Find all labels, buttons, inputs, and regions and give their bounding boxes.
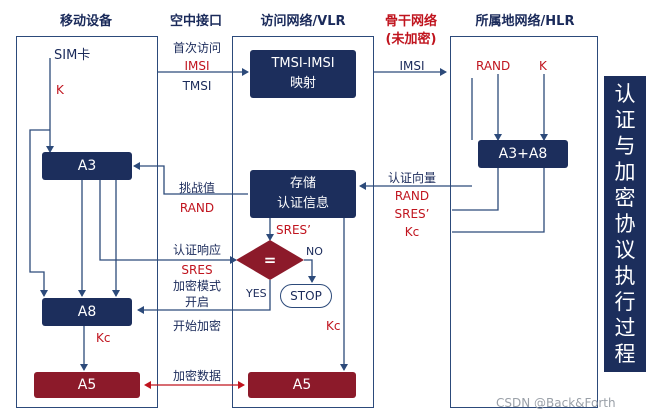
- csdn-watermark: CSDN @Back&Forth: [496, 396, 616, 410]
- backbone-kc-label: Kc: [404, 225, 420, 239]
- cipher-mode-label: 加密模式: [172, 279, 221, 293]
- yes-label: YES: [246, 287, 267, 300]
- challenge-label: 挑战值: [178, 181, 215, 195]
- compare-equals-sign: =: [263, 251, 277, 269]
- air-sres-label: SRES: [181, 263, 213, 277]
- backbone-rand-label: RAND: [394, 189, 430, 203]
- vlr-a5-label: A5: [292, 377, 312, 393]
- vlr-panel: [232, 36, 374, 408]
- no-label: NO: [306, 245, 323, 258]
- vlr-sres-prime-label: SRES’: [276, 223, 311, 237]
- a8-label: A8: [77, 304, 97, 320]
- vlr-column-title: 访问网络/VLR: [260, 14, 346, 29]
- mobile-panel: [16, 36, 158, 408]
- encrypted-data-label: 加密数据: [172, 369, 221, 383]
- a3-algorithm-box: A3: [42, 152, 132, 180]
- mobile-column-title: 移动设备: [59, 14, 112, 29]
- a3-a8-label: A3+A8: [498, 146, 548, 162]
- mobile-a5-label: A5: [77, 377, 97, 393]
- mapping-line2: 映射: [289, 76, 316, 91]
- hlr-k-label: K: [539, 59, 547, 73]
- air-imsi-label: IMSI: [184, 59, 210, 73]
- process-title: 认证与加密协议执行过程: [614, 82, 636, 366]
- mobile-kc-label: Kc: [96, 331, 111, 345]
- auth-vector-label: 认证向量: [387, 171, 436, 185]
- first-access-label: 首次访问: [172, 41, 221, 55]
- air-rand-label: RAND: [179, 201, 215, 215]
- mapping-line1: TMSI-IMSI: [271, 56, 335, 71]
- hlr-column-title: 所属地网络/HLR: [475, 14, 575, 29]
- tmsi-imsi-mapping-box: TMSI-IMSI 映射: [250, 50, 356, 98]
- air-tmsi-label: TMSI: [182, 79, 212, 93]
- sim-key-k-label: K: [56, 83, 64, 97]
- start-encrypt-label: 开始加密: [172, 319, 221, 333]
- a3-label: A3: [77, 158, 97, 174]
- hlr-rand-label: RAND: [476, 59, 511, 73]
- store-line1: 存储: [289, 176, 316, 191]
- cipher-mode-on-label: 开启: [184, 295, 209, 309]
- store-auth-info-box: 存储 认证信息: [250, 170, 356, 218]
- backbone-unencrypted-note: (未加密): [385, 32, 437, 47]
- vlr-a5-box: A5: [248, 372, 356, 398]
- a3-a8-algorithm-box: A3+A8: [478, 140, 568, 168]
- store-line2: 认证信息: [276, 196, 329, 211]
- vlr-kc-label: Kc: [326, 319, 341, 333]
- compare-diamond: [236, 240, 304, 280]
- process-title-banner: 认证与加密协议执行过程: [604, 76, 646, 372]
- sim-card-label: SIM卡: [54, 48, 91, 63]
- backbone-column-title: 骨干网络: [384, 14, 437, 29]
- mobile-a5-box: A5: [34, 372, 140, 398]
- stop-terminator: STOP: [280, 284, 332, 308]
- hlr-panel: [450, 36, 598, 408]
- stop-label: STOP: [290, 289, 322, 303]
- backbone-sres-prime-label: SRES’: [394, 207, 430, 221]
- air-interface-column-title: 空中接口: [169, 14, 222, 29]
- a8-algorithm-box: A8: [42, 298, 132, 326]
- auth-response-label: 认证响应: [172, 243, 221, 257]
- backbone-imsi-label: IMSI: [399, 59, 425, 73]
